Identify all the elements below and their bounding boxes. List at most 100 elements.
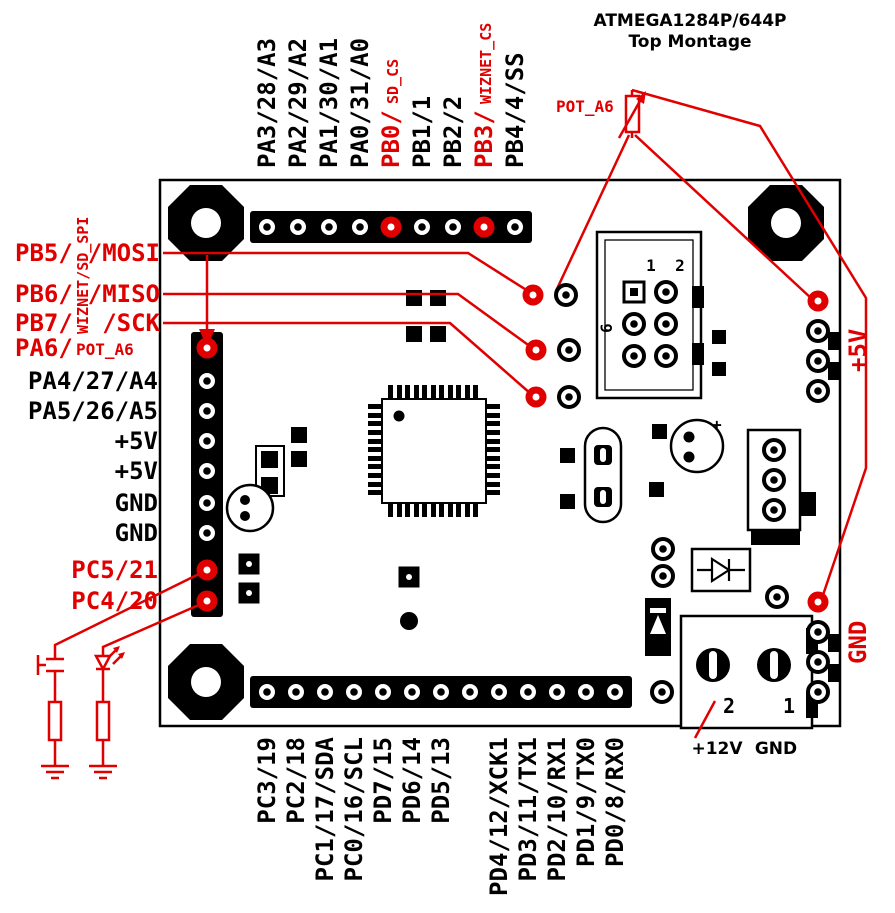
trace-pot-gnd (631, 88, 868, 599)
left-label: /SCK (102, 309, 160, 337)
bottom-pin-label: PD3/11/TX1 (514, 737, 542, 882)
pad (622, 344, 646, 368)
left-label: PA5/26/A5 (28, 397, 158, 425)
trace-pot-wiper (554, 134, 631, 292)
bottom-pin-label: PC1/17/SDA (311, 736, 339, 881)
bottom-pin-label: PD1/9/TX0 (572, 737, 600, 867)
bottom-pin-label: PD4/12/XCK1 (485, 737, 513, 896)
connector-pin6-number: 6 (597, 323, 616, 333)
left-sublabel: POT_A6 (76, 340, 134, 359)
top-pin-label: PB4/4/SS (501, 52, 529, 168)
trace-sck (163, 321, 532, 395)
mcu-footprint (368, 385, 500, 517)
top-pin-label: PB3/ (470, 110, 498, 168)
top-pin-label: PA2/29/A2 (284, 38, 312, 168)
top-pin-label: PA1/30/A1 (315, 38, 343, 168)
pad (650, 680, 674, 704)
electrolytic-cap (649, 418, 725, 497)
mounting-hole (168, 185, 244, 261)
led-symbol (93, 654, 113, 672)
pad (651, 537, 675, 561)
top-pin-label: PA0/31/A0 (346, 38, 374, 168)
right-5v-label: +5V (844, 329, 872, 372)
top-pin-sublabel: SD_CS (384, 59, 402, 104)
left-label: /MISO (88, 280, 160, 308)
pad (654, 344, 678, 368)
isp-connector (595, 230, 704, 400)
connector-pin1-number: 1 (646, 256, 656, 275)
diode-horizontal (690, 547, 752, 593)
potentiometer-symbol (617, 90, 646, 139)
left-label: +5V (115, 427, 158, 455)
bottom-pin-label: PC3/19 (253, 737, 281, 824)
power-pin2-number: 2 (723, 694, 735, 718)
left-label: PA6/ (15, 334, 73, 362)
pin-5v-red (807, 290, 829, 312)
power-pin1-number: 1 (783, 694, 795, 718)
left-header-pins (195, 337, 219, 612)
pad (654, 312, 678, 336)
pin-gnd-red (807, 591, 829, 613)
pin-pa6-red (196, 337, 218, 359)
left-label: PC4/20 (71, 587, 158, 615)
bottom-pin-label: PD6/14 (398, 737, 426, 824)
pad (654, 280, 678, 304)
bottom-pin-label: PD5/13 (427, 737, 455, 824)
left-label: GND (115, 519, 158, 547)
crystal (560, 426, 623, 524)
mounting-hole (168, 644, 244, 720)
power-connector (679, 614, 818, 730)
bottom-pin-label: PD2/10/RX1 (543, 737, 571, 882)
title-line2: Top Montage (628, 32, 751, 52)
left-label: PB7/ (15, 309, 73, 337)
power-red-wire (693, 700, 717, 739)
top-pin-label: PA3/28/A3 (253, 38, 281, 168)
top-pin-label: PB2/2 (439, 96, 467, 168)
pad (762, 498, 786, 522)
mounting-hole (748, 185, 824, 261)
pin-pb3-red (473, 216, 495, 238)
trace-mosi (163, 251, 529, 293)
title-line1: ATMEGA1284P/644P (593, 11, 786, 31)
pc4-led-circuit (89, 602, 202, 780)
left-label: GND (115, 489, 158, 517)
left-label: /MOSI (88, 239, 160, 267)
diode-vertical (645, 598, 671, 656)
pad (765, 585, 789, 609)
pad (762, 468, 786, 492)
left-label: PB6/ (15, 280, 73, 308)
bottom-pin-label: PC2/18 (282, 737, 310, 824)
top-pin-label: PB0/ (377, 110, 405, 168)
bottom-pin-label: PC0/16/SCL (340, 737, 368, 882)
pin1-dot (393, 410, 405, 422)
power-pin-2 (696, 648, 730, 682)
pad (622, 312, 646, 336)
top-pin-sublabel: WIZNET_CS (477, 23, 495, 104)
pin-pc4-red (196, 590, 218, 612)
left-label: PB5/ (15, 239, 73, 267)
pin-pb0-red (380, 216, 402, 238)
left-label: PC5/21 (71, 556, 158, 584)
bottom-pin-label: PD7/15 (369, 737, 397, 824)
left-note: WIZNET/SD_SPI (74, 217, 92, 334)
pot-label: POT_A6 (556, 97, 614, 116)
top-pin-label: PB1/1 (408, 96, 436, 168)
left-label: PA4/27/A4 (28, 367, 158, 395)
resistor (95, 700, 111, 742)
connector-pin2-number: 2 (675, 256, 685, 275)
voltage-regulator (746, 428, 816, 545)
trace-miso (163, 292, 532, 349)
power-gnd-label: GND (755, 739, 797, 759)
top-header-pins (255, 215, 527, 239)
pc5-switch-circuit (36, 571, 202, 780)
bottom-pin-label: PD0/8/RX0 (601, 737, 629, 867)
power-12v-label: +12V (691, 739, 743, 759)
right-gnd-label: GND (844, 621, 872, 664)
pin-pc5-red (196, 559, 218, 581)
left-label: +5V (115, 457, 158, 485)
resistor (47, 700, 63, 742)
power-pin-1 (757, 648, 791, 682)
passive-components (225, 290, 840, 682)
